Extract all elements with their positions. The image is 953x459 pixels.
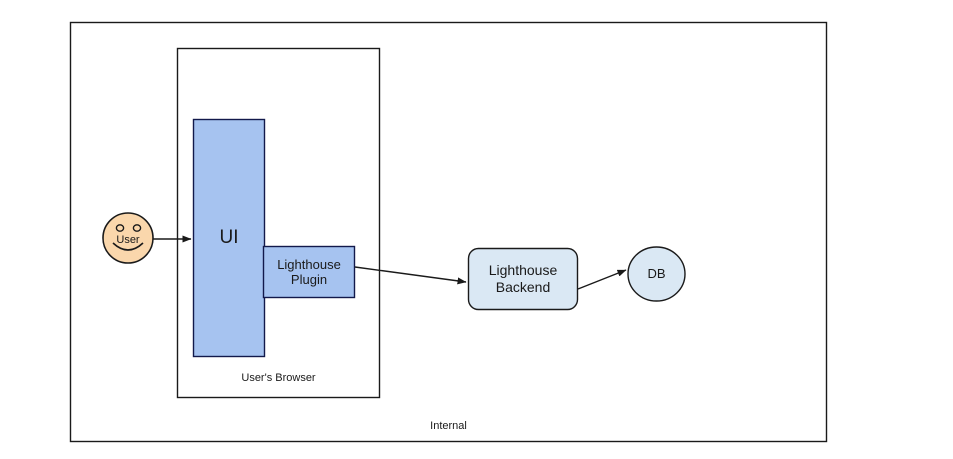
node-lighthouse-backend[interactable] bbox=[467, 247, 579, 311]
user-smile-icon bbox=[112, 242, 144, 251]
user-icon[interactable] bbox=[102, 212, 154, 264]
edge-backend-to-db bbox=[577, 269, 627, 290]
node-lighthouse-plugin[interactable] bbox=[262, 245, 356, 299]
boundary-internal-label: Internal bbox=[430, 420, 467, 432]
user-face-circle bbox=[102, 212, 154, 264]
node-db[interactable] bbox=[627, 246, 686, 302]
boundary-users-browser-label: User's Browser bbox=[241, 372, 316, 384]
edge-plugin-to-backend bbox=[354, 266, 467, 285]
node-ui[interactable] bbox=[192, 118, 266, 358]
user-left-eye-icon bbox=[115, 224, 125, 232]
user-right-eye-icon bbox=[132, 224, 142, 232]
